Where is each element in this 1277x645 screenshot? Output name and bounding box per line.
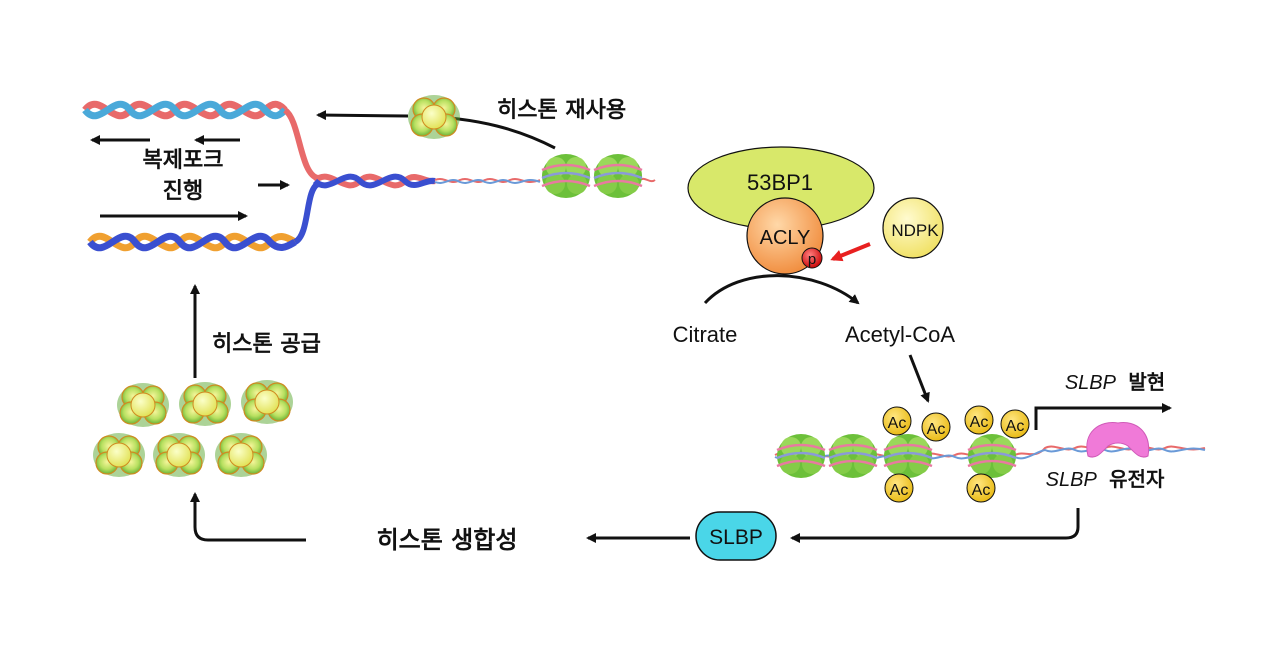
gene-to-slbp-arrow (790, 508, 1080, 543)
lower-daughter-dna (87, 232, 297, 252)
chromatin-nucleosome-1 (775, 432, 827, 480)
new-histone-6 (214, 432, 268, 478)
slbp-chromatin: Ac Ac Ac Ac Ac Ac SLBP 발현 (774, 370, 1206, 503)
svg-text:Ac: Ac (970, 414, 989, 431)
acetyl-mark-2: Ac (921, 412, 951, 442)
slbp-protein: SLBP (695, 511, 777, 561)
histone-biosynthesis: 히스톤 생합성 SLBP (190, 492, 1080, 561)
parental-nucleosome-1 (540, 152, 592, 200)
ndpk-protein (882, 197, 944, 259)
slbp-gene-label: SLBP 유전자 (1046, 467, 1165, 491)
acetyl-coa-production: Citrate Acetyl-CoA (673, 274, 955, 403)
upper-daughter-dna (82, 100, 288, 120)
slbp-protein-label: SLBP (709, 526, 763, 549)
svg-text:Ac: Ac (888, 415, 907, 432)
replication-fork: 복제포크 진행 (82, 100, 656, 252)
parental-dna (312, 173, 656, 189)
acly-label: ACLY (760, 227, 811, 249)
histone-reuse: 히스톤 재사용 (316, 94, 626, 150)
chromatin-nucleosome-4 (966, 432, 1018, 480)
acetyl-mark-4: Ac (964, 405, 994, 435)
phospho-label: p (808, 251, 816, 268)
fork-label-line2: 진행 (163, 179, 203, 204)
parental-nucleosome-2 (592, 152, 644, 200)
fork-label-line1: 복제포크 (143, 148, 224, 173)
slbp-expression-label: SLBP 발현 (1065, 370, 1165, 394)
svg-text:Ac: Ac (1006, 418, 1025, 435)
new-histone-1 (116, 382, 170, 428)
53bp1-label: 53BP1 (747, 170, 813, 195)
ndpk-phosphorylation-arrow (830, 242, 871, 262)
acetyl-mark-3: Ac (884, 473, 914, 503)
new-histone-4 (92, 432, 146, 478)
new-histone-5 (152, 432, 206, 478)
acetyl-mark-6: Ac (966, 473, 996, 503)
svg-text:Ac: Ac (972, 482, 991, 499)
transcription-arrow (1034, 403, 1172, 430)
acly-complex: 53BP1 ACLY p NDPK (687, 146, 944, 275)
rna-polymerase-icon (1086, 422, 1150, 458)
histone-synthesis-label: 히스톤 생합성 (377, 526, 518, 554)
svg-text:Ac: Ac (890, 482, 909, 499)
chromatin-nucleosome-3 (882, 432, 934, 480)
ndpk-label: NDPK (891, 221, 939, 240)
acetyl-mark-1: Ac (882, 406, 912, 436)
svg-text:Ac: Ac (927, 421, 946, 438)
recycled-histone-icon (407, 94, 461, 140)
phospho-icon (801, 247, 823, 269)
acetylation-arrow (908, 354, 930, 403)
citrate-conversion-arrow (703, 274, 860, 305)
histone-supply: 히스톤 공급 (92, 284, 321, 478)
histone-reuse-label: 히스톤 재사용 (497, 98, 626, 123)
histone-supply-label: 히스톤 공급 (212, 332, 321, 357)
citrate-label: Citrate (673, 322, 738, 347)
chromatin-nucleosome-2 (827, 432, 879, 480)
acetyl-mark-5: Ac (1000, 409, 1030, 439)
acetyl-coa-label: Acetyl-CoA (845, 322, 955, 347)
new-histone-3 (240, 379, 294, 425)
new-histone-2 (178, 381, 232, 427)
